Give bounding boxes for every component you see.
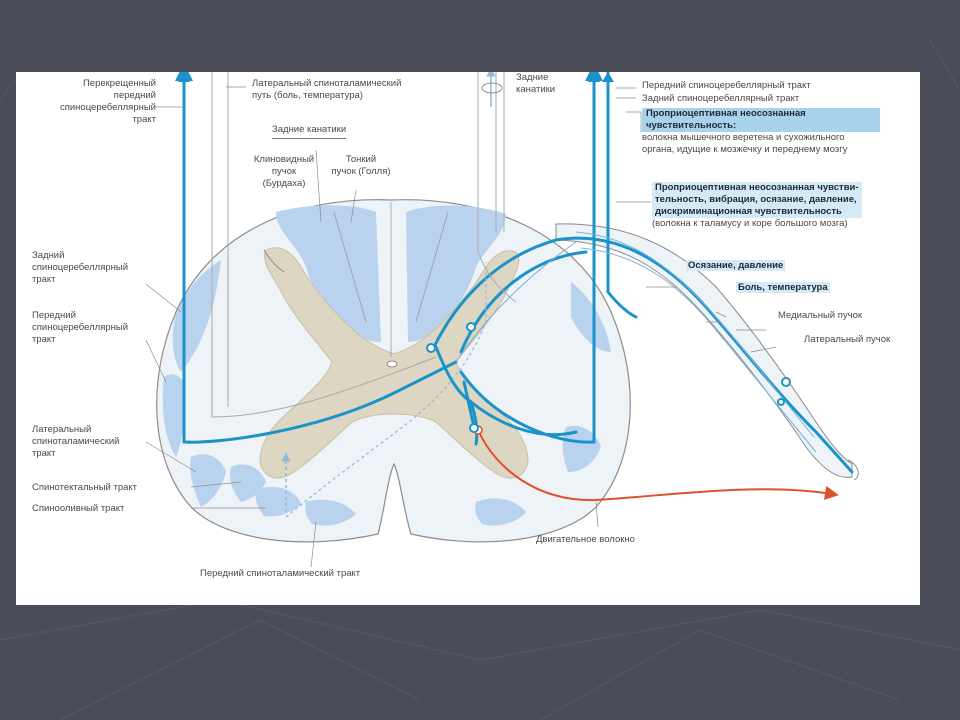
label-posterior-spinocerebellar-left: Задний спиноцеребеллярный тракт bbox=[32, 250, 129, 285]
nerve-ganglion-ring bbox=[847, 459, 859, 481]
label-posterior-columns: Задние канатики bbox=[272, 124, 347, 139]
anterior-spinocerebellar-right bbox=[562, 425, 601, 472]
diagram-panel: Перекрещенный передний спиноцеребеллярны… bbox=[16, 72, 920, 605]
lateral-spinothalamic-left bbox=[190, 454, 226, 507]
motor-fiber-line bbox=[479, 433, 839, 502]
anterior-tract-right bbox=[475, 498, 526, 526]
ascending-arrowheads bbox=[178, 72, 614, 82]
label-anterior-spinocerebellar-right: Передний спиноцеребеллярный тракт bbox=[642, 80, 811, 91]
label-crossed-anterior-spinocerebellar: Перекрещенный передний спиноцеребеллярны… bbox=[59, 78, 156, 125]
label-touch-pressure: Осязание, давление bbox=[686, 260, 786, 271]
neuron-bodies bbox=[426, 322, 791, 433]
anterior-spinothalamic-left bbox=[305, 499, 356, 526]
posterior-spinocerebellar-fiber bbox=[606, 72, 638, 319]
label-spinoolivary: Спинооливный тракт bbox=[32, 503, 125, 514]
label-proprio-unconscious: Проприоцептивная неосознанная чувствител… bbox=[642, 108, 880, 156]
label-pain-temperature: Боль, температура bbox=[736, 282, 830, 293]
ventral-branch bbox=[462, 380, 476, 429]
gracile-tract bbox=[406, 205, 506, 342]
label-posterior-columns-top: Задние канатики bbox=[516, 72, 556, 95]
spinoolivary-left bbox=[255, 486, 301, 517]
anterior-spinothalamic-dashed bbox=[285, 262, 487, 518]
label-lateral-spinothalamic-left: Латеральный спиноталамический тракт bbox=[32, 424, 120, 459]
dorsal-column-septa bbox=[333, 211, 449, 323]
cuneate-tract bbox=[276, 205, 381, 342]
label-medial-bundle: Медиальный пучок bbox=[778, 310, 863, 321]
posterior-columns-ring bbox=[481, 82, 503, 94]
label-motor-fiber: Двигательное волокно bbox=[536, 534, 635, 545]
central-canal bbox=[386, 360, 398, 368]
anterior-spinocerebellar-fiber bbox=[459, 72, 603, 444]
spinal-cord-diagram bbox=[145, 72, 859, 568]
label-spinotectal: Спинотектальный тракт bbox=[32, 482, 137, 493]
label-lateral-spinothalamic-path: Латеральный спиноталамический путь (боль… bbox=[252, 78, 402, 101]
posterior-horn-tip bbox=[263, 249, 285, 273]
posterior-spinocerebellar-right bbox=[571, 282, 611, 352]
label-lateral-bundle: Латеральный пучок bbox=[804, 334, 891, 345]
label-gracile-fasciculus: Тонкий пучок (Голля) bbox=[331, 154, 391, 177]
leader-lines bbox=[145, 86, 777, 568]
anterior-spinocerebellar-left bbox=[162, 374, 185, 457]
crossed-anterior-spinocerebellar-fiber bbox=[175, 72, 458, 444]
branch-crossing bbox=[469, 400, 578, 437]
dorsal-column-paths bbox=[211, 72, 517, 418]
label-anterior-spinocerebellar-left: Передний спиноцеребеллярный тракт bbox=[32, 310, 129, 345]
label-cuneate-fasciculus: Клиновидный пучок (Бурдаха) bbox=[253, 154, 315, 189]
label-proprio-conscious: Проприоцептивная неосознанная чувстви- т… bbox=[652, 182, 862, 230]
label-posterior-spinocerebellar-right: Задний спиноцеребеллярный тракт bbox=[642, 93, 800, 104]
label-anterior-spinothalamic: Передний спиноталамический тракт bbox=[200, 568, 361, 579]
